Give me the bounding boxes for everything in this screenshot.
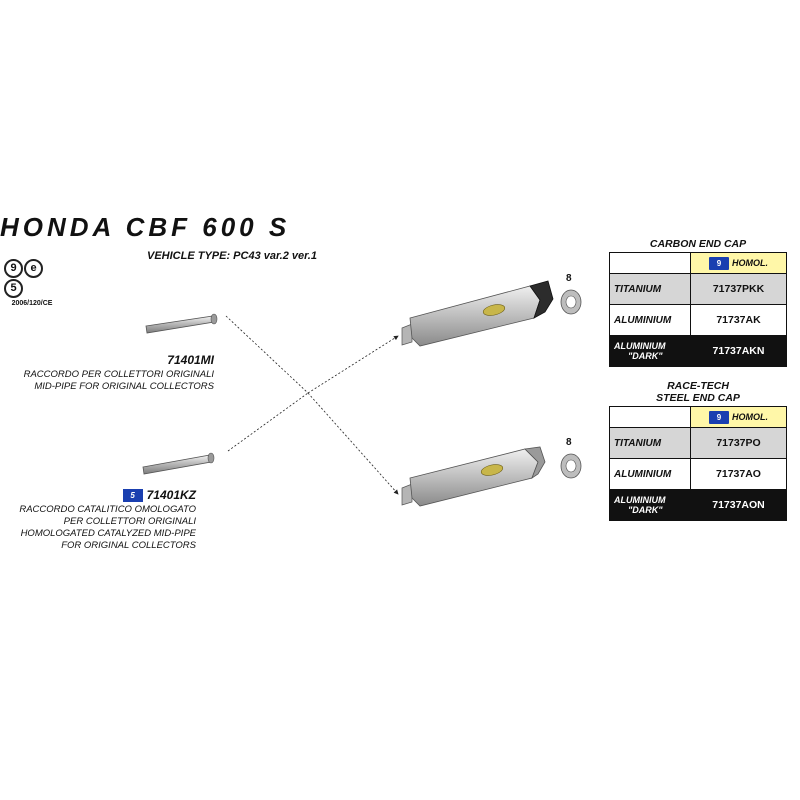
material-cell: TITANIUM xyxy=(609,427,691,459)
silencer-carbon-end-cap xyxy=(401,280,554,347)
code-cell: 71737AK xyxy=(690,304,787,336)
part-description-line: FOR ORIGINAL COLLECTORS xyxy=(61,540,196,552)
material-line: ALUMINIUM xyxy=(614,495,666,505)
quantity-label-lower: 8 xyxy=(566,437,572,448)
eu-flag-icon: 9 xyxy=(709,410,730,424)
homologation-code: 2006/120/CE xyxy=(11,300,53,307)
code-cell: 71737PKK xyxy=(690,273,787,305)
table-row: TITANIUM 71737PO xyxy=(609,427,787,459)
spec-table: 9 HOMOL. TITANIUM 71737PKK ALUMINIUM 717… xyxy=(609,252,787,367)
spec-table: 9 HOMOL. TITANIUM 71737PO ALUMINIUM 7173… xyxy=(609,406,787,521)
table-title: CARBON END CAP xyxy=(649,238,747,250)
vehicle-type: VEHICLE TYPE: PC43 var.2 ver.1 xyxy=(147,250,317,262)
homol-label: HOMOL. xyxy=(731,411,768,422)
part-71401MI-label: 71401MI RACCORDO PER COLLETTORI ORIGINAL… xyxy=(24,353,214,393)
part-description: RACCORDO CATALITICO OMOLOGATO PER COLLET… xyxy=(19,504,196,552)
homol-label: HOMOL. xyxy=(731,257,768,268)
table-subtitle: STEEL END CAP xyxy=(656,392,740,404)
code-cell: 71737AON xyxy=(690,489,787,521)
table-row: ALUMINIUM 71737AK xyxy=(609,304,787,336)
part-description: RACCORDO PER COLLETTORI ORIGINALI MID-PI… xyxy=(24,369,214,393)
material-line: ALUMINIUM xyxy=(614,341,666,351)
part-description-line: PER COLLETTORI ORIGINALI xyxy=(63,516,196,528)
table-header-row: 9 HOMOL. xyxy=(609,252,787,274)
table-header-empty xyxy=(609,406,691,428)
clamp-ring-lower xyxy=(560,453,582,479)
table-header-homol: 9 HOMOL. xyxy=(690,252,787,274)
part-description-line: RACCORDO CATALITICO OMOLOGATO xyxy=(19,504,196,516)
material-line: "DARK" xyxy=(628,505,663,515)
connection-lines xyxy=(225,315,399,495)
part-code: 71401MI xyxy=(167,353,214,367)
table-title: RACE-TECH xyxy=(667,380,729,392)
mid-pipe-71401KZ xyxy=(142,452,215,475)
homologation-circle-e: e xyxy=(24,259,43,278)
homologation-circle-5: 5 xyxy=(4,279,23,298)
table-header-homol: 9 HOMOL. xyxy=(690,406,787,428)
spec-table-carbon: CARBON END CAP 9 HOMOL. TITANIUM 71737PK… xyxy=(609,238,787,367)
material-line: "DARK" xyxy=(628,351,663,361)
part-code: 71401KZ xyxy=(146,488,196,502)
material-cell: ALUMINIUM xyxy=(609,304,691,336)
table-header-empty xyxy=(609,252,691,274)
part-description-line: HOMOLOGATED CATALYZED MID-PIPE xyxy=(20,528,196,540)
spec-table-race-tech: RACE-TECH STEEL END CAP 9 HOMOL. TITANIU… xyxy=(609,380,787,521)
table-row: ALUMINIUM 71737AO xyxy=(609,458,787,490)
code-cell: 71737AKN xyxy=(690,335,787,367)
silencer-steel-end-cap xyxy=(401,446,546,507)
code-cell: 71737PO xyxy=(690,427,787,459)
eu-flag-icon: 5 xyxy=(122,489,143,503)
material-cell: ALUMINIUM xyxy=(609,458,691,490)
part-description-line: RACCORDO PER COLLETTORI ORIGINALI xyxy=(23,369,214,380)
material-cell: TITANIUM xyxy=(609,273,691,305)
part-description-line: MID-PIPE FOR ORIGINAL COLLECTORS xyxy=(34,381,214,392)
mid-pipe-71401MI xyxy=(145,313,218,334)
model-title: HONDA CBF 600 S xyxy=(0,212,291,242)
material-cell: ALUMINIUM "DARK" xyxy=(609,335,691,367)
eu-flag-icon: 9 xyxy=(709,256,730,270)
code-cell: 71737AO xyxy=(690,458,787,490)
table-header-row: 9 HOMOL. xyxy=(609,406,787,428)
table-row: ALUMINIUM "DARK" 71737AON xyxy=(609,489,787,521)
homologation-circle-9: 9 xyxy=(4,259,23,278)
table-row: TITANIUM 71737PKK xyxy=(609,273,787,305)
quantity-label-upper: 8 xyxy=(566,273,572,284)
clamp-ring-upper xyxy=(560,289,582,315)
table-row: ALUMINIUM "DARK" 71737AKN xyxy=(609,335,787,367)
material-cell: ALUMINIUM "DARK" xyxy=(609,489,691,521)
